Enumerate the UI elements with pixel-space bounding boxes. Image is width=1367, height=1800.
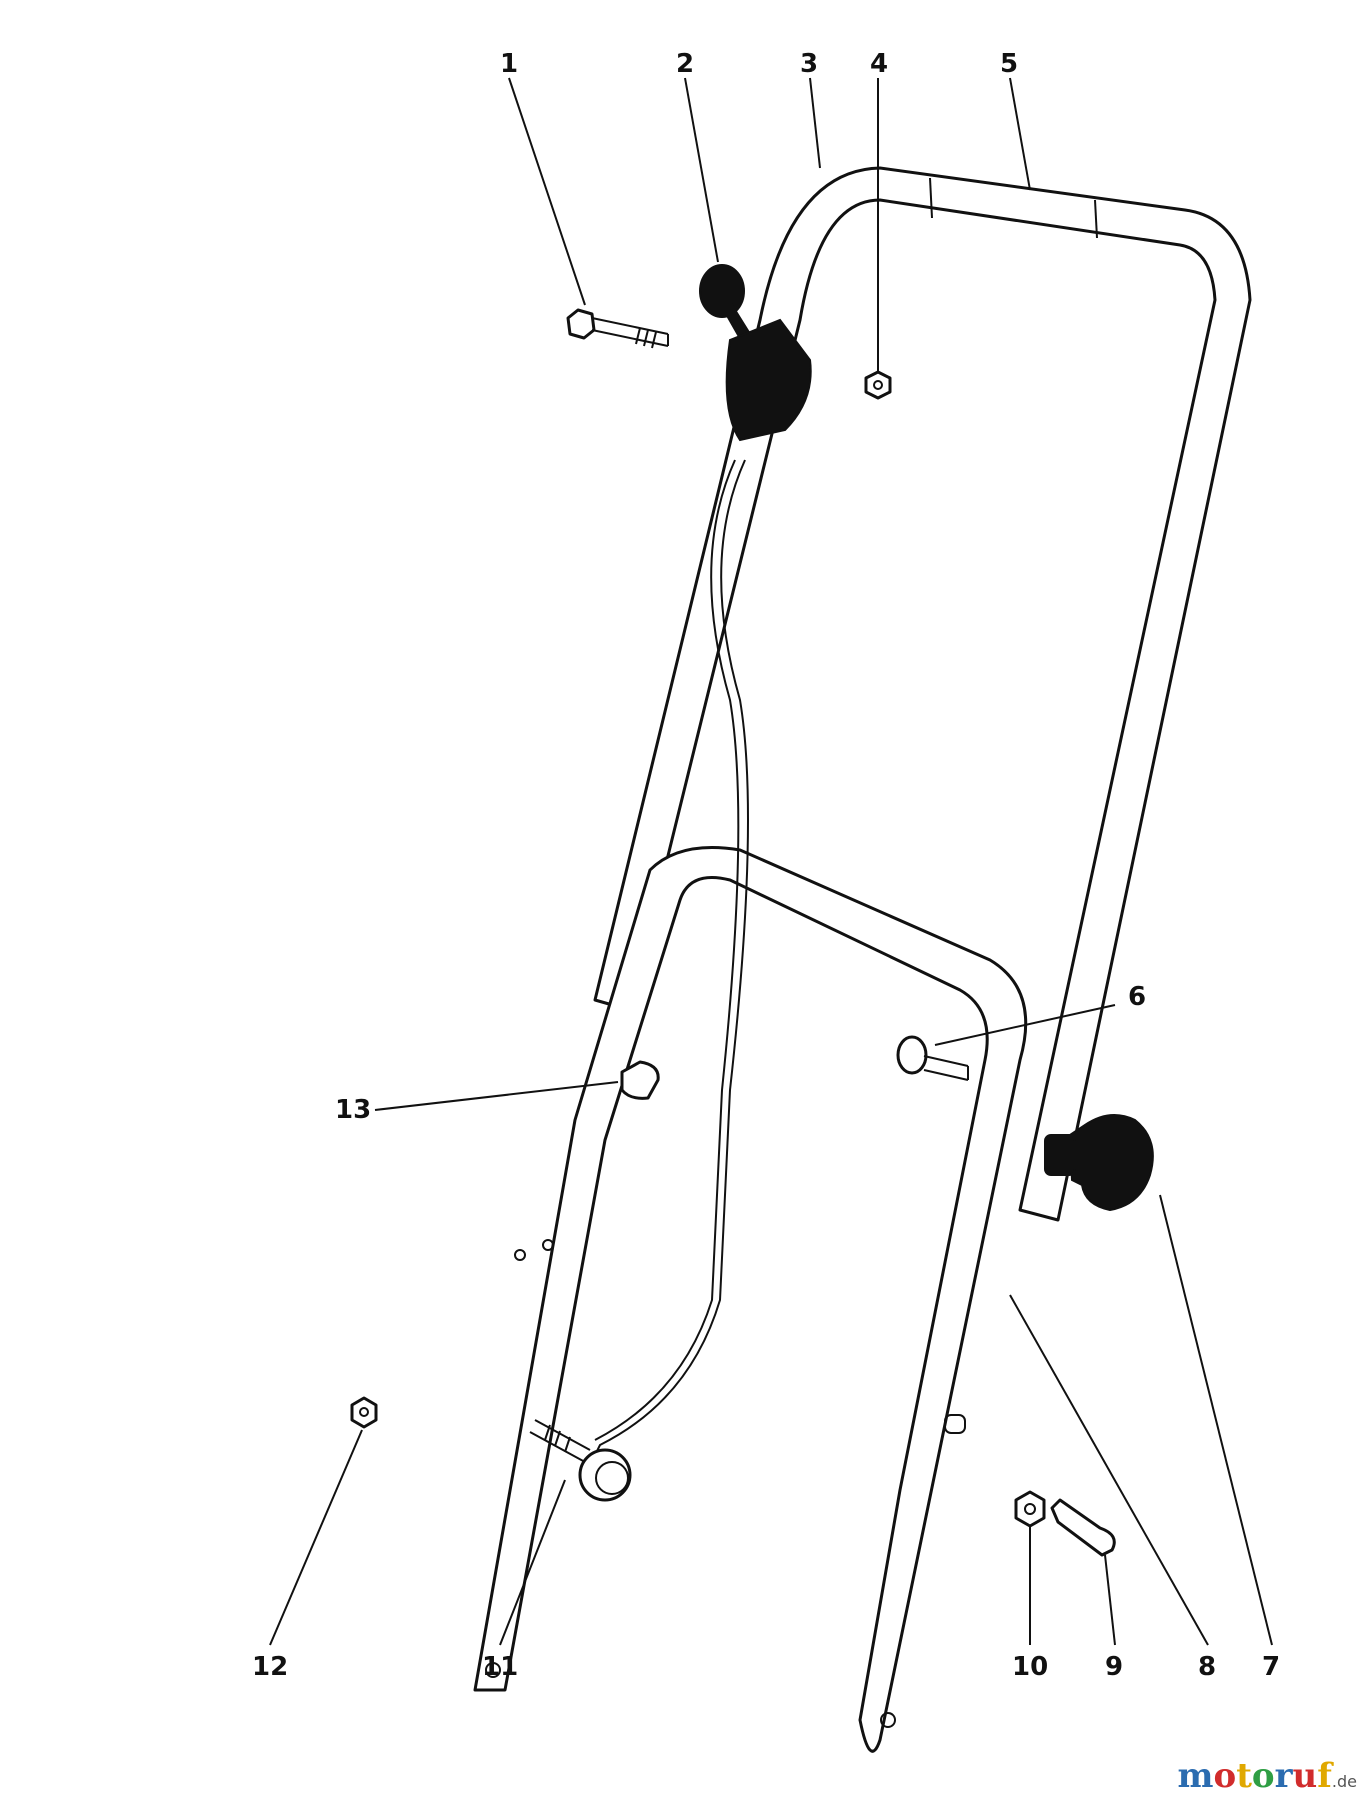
label-part-4: 4 <box>870 49 888 79</box>
label-part-1: 1 <box>500 49 518 79</box>
watermark-logo: motoruf.de <box>1178 1756 1357 1796</box>
label-part-13: 13 <box>335 1095 371 1125</box>
nut-part-10 <box>1014 1490 1046 1528</box>
bolt-part-11 <box>529 1419 632 1502</box>
watermark-letter: r <box>1274 1756 1293 1796</box>
watermark-text: motoruf <box>1178 1756 1332 1796</box>
label-part-9: 9 <box>1105 1652 1123 1682</box>
label-part-8: 8 <box>1198 1652 1216 1682</box>
nut-part-4 <box>864 370 892 400</box>
watermark-letter: o <box>1213 1756 1237 1796</box>
label-part-11: 11 <box>482 1652 518 1682</box>
label-part-3: 3 <box>800 49 818 79</box>
label-part-6: 6 <box>1128 982 1146 1012</box>
control-cable <box>594 459 749 1456</box>
bolt-part-6 <box>896 1035 969 1081</box>
watermark-tld: .de <box>1331 1772 1357 1791</box>
control-lever <box>699 264 812 442</box>
knob-part-7 <box>1044 1114 1154 1212</box>
nut-part-12 <box>350 1396 378 1429</box>
label-part-12: 12 <box>252 1652 288 1682</box>
lower-handle <box>473 846 1028 1753</box>
label-part-10: 10 <box>1012 1652 1048 1682</box>
watermark-letter: m <box>1177 1756 1214 1796</box>
bolt-part-1 <box>566 308 669 349</box>
label-part-2: 2 <box>676 49 694 79</box>
pin-part-9 <box>1050 1498 1116 1557</box>
watermark-letter: t <box>1236 1756 1252 1796</box>
clip-part-13 <box>620 1060 660 1100</box>
watermark-letter: f <box>1317 1756 1332 1796</box>
label-part-7: 7 <box>1262 1652 1280 1682</box>
watermark-letter: u <box>1292 1756 1318 1796</box>
leader-lines <box>269 77 1273 1646</box>
label-part-5: 5 <box>1000 49 1018 79</box>
watermark-letter: o <box>1251 1756 1275 1796</box>
part-numbers: 1 2 3 4 5 6 7 8 9 10 11 12 13 <box>252 49 1280 1682</box>
